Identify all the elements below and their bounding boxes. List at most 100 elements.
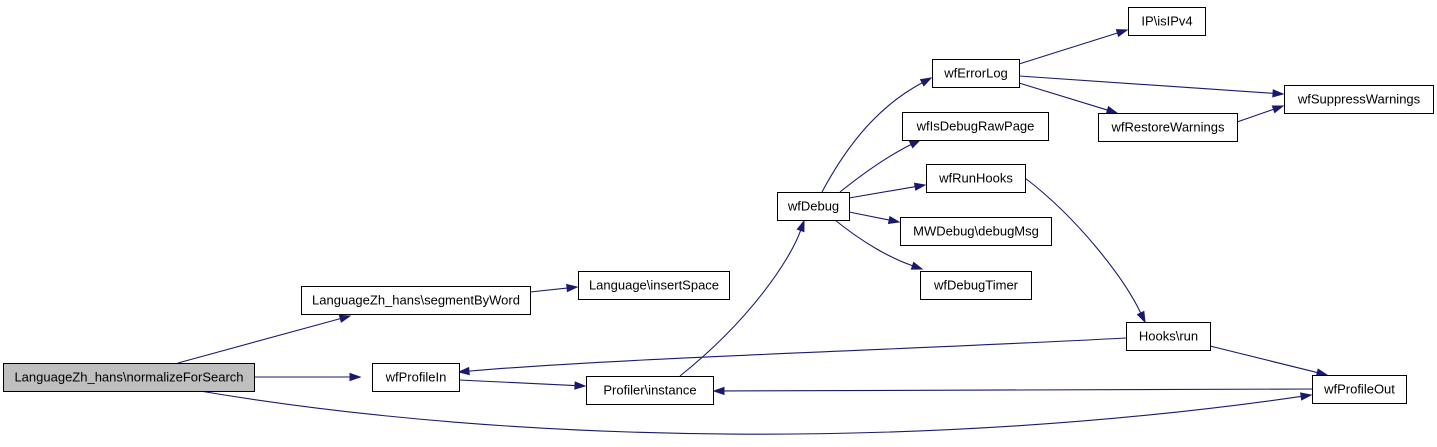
node-box — [1312, 375, 1407, 404]
node-label: wfRestoreWarnings — [1111, 119, 1225, 134]
arrowhead — [1315, 368, 1329, 377]
arrowhead — [1105, 105, 1119, 114]
edge-wf-error-log-to-wf-suppress-warnings — [1018, 75, 1285, 98]
edge-line — [821, 82, 923, 193]
nodes-layer: LanguageZh_hans\normalizeForSearch Langua… — [3, 7, 1434, 405]
node-wf-debug-timer[interactable]: wfDebugTimer — [920, 271, 1032, 300]
arrowhead — [1272, 89, 1285, 98]
node-box — [578, 271, 730, 300]
node-label: wfDebugTimer — [933, 277, 1019, 292]
node-insert-space[interactable]: Language\insertSpace — [578, 271, 730, 300]
edges-layer — [177, 29, 1329, 435]
node-label: wfDebug — [787, 198, 839, 213]
edge-hooks-run-to-wf-profile-out — [1209, 345, 1329, 377]
node-box — [1128, 7, 1206, 36]
edge-line — [1236, 108, 1274, 123]
edge-segment-by-word-to-insert-space — [529, 283, 579, 293]
node-root[interactable]: LanguageZh_hans\normalizeForSearch — [3, 363, 255, 392]
edge-line — [177, 318, 341, 364]
edge-line — [723, 388, 1313, 392]
node-hooks-run[interactable]: Hooks\run — [1126, 322, 1211, 351]
node-label: MWDebug\debugMsg — [913, 223, 1039, 238]
node-box — [586, 376, 714, 405]
edge-line — [834, 219, 913, 267]
node-wf-profile-out[interactable]: wfProfileOut — [1312, 375, 1407, 404]
edge-line — [848, 186, 916, 199]
edge-wf-profile-in-to-profiler-instance — [458, 379, 587, 390]
arrowhead — [1300, 392, 1313, 401]
arrowhead — [919, 77, 933, 87]
arrowhead — [712, 386, 725, 396]
arrowhead — [1115, 29, 1129, 38]
arrowhead — [1136, 310, 1146, 324]
node-label: wfIsDebugRawPage — [916, 118, 1035, 133]
edge-line — [1024, 177, 1142, 314]
edge-wf-debug-to-wf-run-hooks — [848, 182, 927, 199]
arrowhead — [908, 139, 922, 149]
node-wf-suppress-warnings[interactable]: wfSuppressWarnings — [1284, 85, 1434, 114]
edge-wf-restore-warnings-to-wf-suppress-warnings — [1236, 105, 1285, 123]
node-box — [1126, 322, 1211, 351]
edge-profiler-instance-to-wf-debug — [679, 219, 805, 377]
edge-line — [848, 211, 890, 221]
node-wf-run-hooks[interactable]: wfRunHooks — [926, 164, 1026, 193]
node-label: wfProfileOut — [1323, 381, 1395, 396]
edge-line — [529, 287, 568, 293]
node-mw-debug-msg[interactable]: MWDebug\debugMsg — [900, 217, 1052, 246]
edge-line — [1018, 75, 1274, 94]
edge-line — [679, 230, 802, 377]
edge-line — [839, 143, 912, 193]
node-label: LanguageZh_hans\segmentByWord — [312, 292, 520, 307]
node-ip-is-ipv4[interactable]: IP\isIPv4 — [1128, 7, 1206, 36]
arrowhead — [338, 314, 352, 323]
edge-wf-profile-out-to-profiler-instance — [712, 386, 1313, 396]
node-box — [920, 271, 1032, 300]
edge-wf-error-log-to-ip-is-ipv4 — [1018, 29, 1129, 65]
node-wf-error-log[interactable]: wfErrorLog — [932, 59, 1020, 88]
node-box — [301, 286, 531, 315]
edge-root-to-segment-by-word — [177, 314, 352, 364]
node-box — [932, 59, 1020, 88]
node-wf-is-debug-raw-page[interactable]: wfIsDebugRawPage — [902, 112, 1049, 141]
edge-wf-debug-to-mw-debug-msg — [848, 211, 901, 225]
edge-wf-debug-to-wf-is-debug-raw-page — [839, 139, 922, 193]
node-box — [777, 192, 850, 221]
edge-root-to-wf-profile-in — [254, 372, 362, 382]
node-box — [372, 363, 460, 392]
node-label: LanguageZh_hans\normalizeForSearch — [14, 369, 243, 384]
edge-line — [199, 390, 1302, 435]
node-label: Hooks\run — [1139, 328, 1198, 343]
edge-line — [1018, 32, 1118, 65]
arrowhead — [349, 372, 362, 382]
edge-line — [458, 379, 576, 387]
edge-wf-debug-to-wf-error-log — [821, 77, 933, 193]
node-box — [1284, 85, 1434, 114]
arrowhead — [566, 283, 579, 293]
edge-hooks-run-to-wf-profile-in — [457, 337, 1127, 376]
node-segment-by-word[interactable]: LanguageZh_hans\segmentByWord — [301, 286, 531, 315]
node-box — [926, 164, 1026, 193]
node-label: Profiler\instance — [603, 382, 696, 397]
node-box — [1098, 113, 1238, 142]
node-box — [900, 217, 1052, 246]
node-wf-debug[interactable]: wfDebug — [777, 192, 850, 221]
node-profiler-instance[interactable]: Profiler\instance — [586, 376, 714, 405]
arrowhead — [887, 215, 901, 225]
node-wf-profile-in[interactable]: wfProfileIn — [372, 363, 460, 392]
node-label: IP\isIPv4 — [1141, 13, 1192, 28]
node-box — [3, 363, 255, 392]
edge-wf-debug-to-wf-debug-timer — [834, 219, 924, 270]
node-label: wfErrorLog — [943, 65, 1008, 80]
node-label: wfProfileIn — [385, 369, 447, 384]
edge-line — [1209, 345, 1318, 374]
node-box — [902, 112, 1049, 141]
edge-wf-error-log-to-wf-restore-warnings — [1018, 82, 1119, 114]
arrowhead — [457, 366, 470, 376]
arrowhead — [913, 182, 927, 191]
arrowhead — [910, 261, 924, 270]
edge-line — [468, 337, 1127, 372]
node-wf-restore-warnings[interactable]: wfRestoreWarnings — [1098, 113, 1238, 142]
edge-line — [1018, 82, 1108, 111]
edge-root-to-wf-profile-out — [199, 390, 1313, 435]
